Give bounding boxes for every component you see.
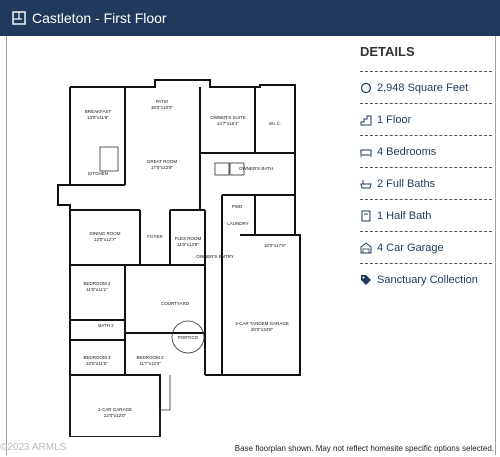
room-label-patio: PATIO — [156, 99, 169, 104]
divider — [360, 263, 492, 264]
room-label-bedroom4: BEDROOM 4 — [83, 281, 111, 286]
room-dim-one-car-garage: 22'0"x12'0" — [104, 413, 127, 418]
detail-label: 4 Bedrooms — [377, 145, 437, 158]
room-label-flex-room: FLEX ROOM — [175, 236, 202, 241]
room-dim-bedroom4: 11'0"x11'1" — [86, 287, 108, 292]
divider — [360, 231, 492, 232]
room-label-courtyard: COURTYARD — [161, 301, 190, 306]
room-dim-garage: 10'0"x17'0" — [264, 243, 287, 248]
room-label-pwd: PWD — [232, 204, 243, 209]
detail-bedrooms: 4 Bedrooms — [360, 136, 492, 167]
room-dim-patio: 18'0"x10'0" — [151, 105, 174, 110]
room-label-kitchen: KITCHEN — [88, 171, 108, 176]
room-dim-flex-room: 11'0"x13'8" — [177, 242, 199, 247]
disclaimer-text: Base floorplan shown. May not reflect ho… — [234, 444, 494, 453]
room-label-foyer: FOYER — [147, 234, 163, 239]
bath-icon — [360, 179, 372, 188]
room-dim-dining-room: 13'0"x12'7" — [94, 237, 117, 242]
room-dim-owners-suite: 14'7"x16'1" — [217, 121, 240, 126]
floor-plan-drawing: PATIO 18'0"x10'0" BREAKFAST 13'0"x11'9" … — [57, 79, 301, 437]
room-label-laundry: LAUNDRY — [227, 221, 248, 226]
half-bath-icon — [361, 210, 371, 221]
page-title: Castleton - First Floor — [32, 10, 167, 26]
divider — [360, 135, 492, 136]
room-label-owners-entry: OWNER'S ENTRY — [196, 254, 234, 259]
divider — [360, 103, 492, 104]
detail-label: 2 Full Baths — [377, 177, 436, 190]
tag-icon — [361, 274, 371, 285]
floorplan-icon — [12, 11, 26, 25]
detail-garage: 4 Car Garage — [360, 232, 492, 263]
room-dim-tandem-garage: 20'0"x34'8" — [251, 327, 274, 332]
room-label-wic: W.I.C. — [269, 121, 281, 126]
detail-collection: Sanctuary Collection — [360, 264, 492, 295]
room-dim-bedroom3: 10'0"x11'0" — [86, 361, 108, 366]
stairs-icon — [360, 115, 372, 125]
room-label-owners-suite: OWNER'S SUITE — [210, 115, 246, 120]
detail-label: Sanctuary Collection — [377, 273, 478, 286]
room-label-portico: PORTICO — [178, 335, 199, 340]
detail-full-baths: 2 Full Baths — [360, 168, 492, 199]
header-bar: Castleton - First Floor — [0, 0, 500, 36]
detail-label: 2,948 Square Feet — [377, 81, 469, 94]
detail-label: 4 Car Garage — [377, 241, 444, 254]
bed-icon — [360, 149, 372, 157]
room-dim-breakfast: 13'0"x11'9" — [87, 115, 109, 120]
copyright-text: ©2023 ARMLS — [0, 442, 67, 453]
room-label-breakfast: BREAKFAST — [85, 109, 112, 114]
detail-floors: 1 Floor — [360, 104, 492, 135]
room-label-great-room: GREAT ROOM — [147, 159, 178, 164]
room-label-bath2: BATH 2 — [98, 323, 114, 328]
divider — [360, 167, 492, 168]
detail-label: 1 Half Bath — [377, 209, 432, 222]
detail-label: 1 Floor — [377, 113, 412, 126]
content-frame — [6, 36, 496, 455]
garage-icon — [360, 241, 372, 253]
room-label-dining-room: DINING ROOM — [90, 231, 121, 236]
room-dim-great-room: 17'0"x22'8" — [151, 165, 174, 170]
detail-square-feet: 2,948 Square Feet — [360, 72, 492, 103]
area-icon — [360, 82, 372, 93]
room-label-bedroom2: BEDROOM 2 — [136, 355, 164, 360]
room-label-tandem-garage: 3-CAR TANDEM GARAGE — [235, 321, 289, 326]
details-panel: DETAILS 2,948 Square Feet 1 Floor 4 Bedr… — [360, 44, 492, 295]
room-label-one-car-garage: 1-CAR GARAGE — [98, 407, 132, 412]
room-dim-bedroom2: 11'7"x12'4" — [139, 361, 161, 366]
divider — [360, 199, 492, 200]
divider — [360, 71, 492, 72]
details-heading: DETAILS — [360, 44, 415, 59]
room-label-bedroom3: BEDROOM 3 — [83, 355, 111, 360]
detail-half-bath: 1 Half Bath — [360, 200, 492, 231]
room-label-owners-bath: OWNER'S BATH — [239, 166, 273, 171]
